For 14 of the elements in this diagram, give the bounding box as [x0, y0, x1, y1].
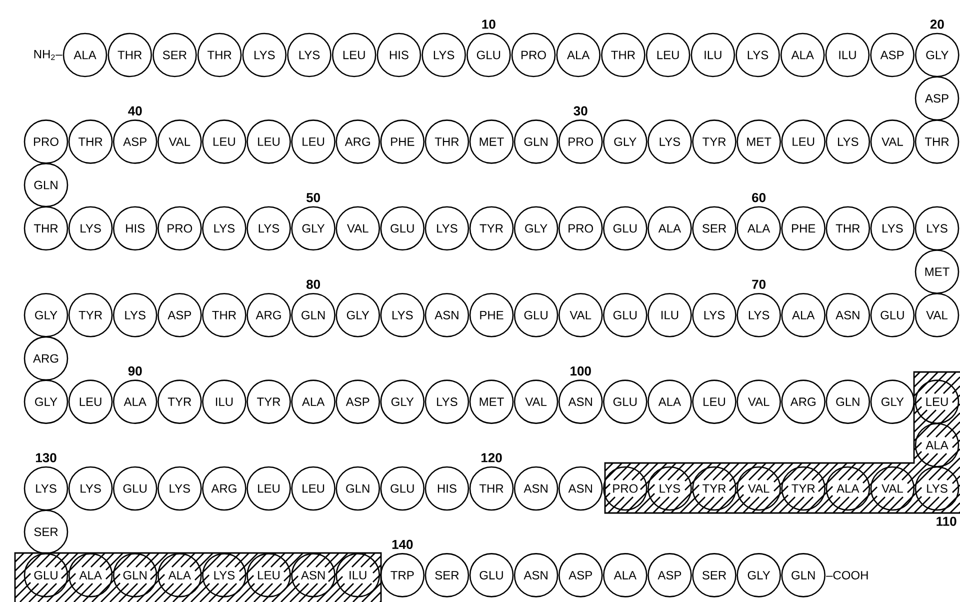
- position-number: 120: [481, 453, 502, 462]
- position-number: 20: [930, 20, 944, 29]
- position-number: 50: [306, 193, 320, 202]
- position-number: 40: [128, 106, 142, 116]
- position-number: 110: [936, 516, 956, 526]
- position-number: 90: [128, 366, 142, 376]
- position-number: 10: [482, 20, 496, 29]
- position-number: 140: [392, 540, 413, 549]
- position-number: 100: [570, 366, 591, 376]
- position-number: 130: [36, 453, 56, 462]
- position-number: 70: [752, 280, 766, 289]
- position-number: 60: [752, 193, 766, 202]
- position-number: 80: [306, 280, 320, 289]
- position-number: 30: [574, 106, 588, 116]
